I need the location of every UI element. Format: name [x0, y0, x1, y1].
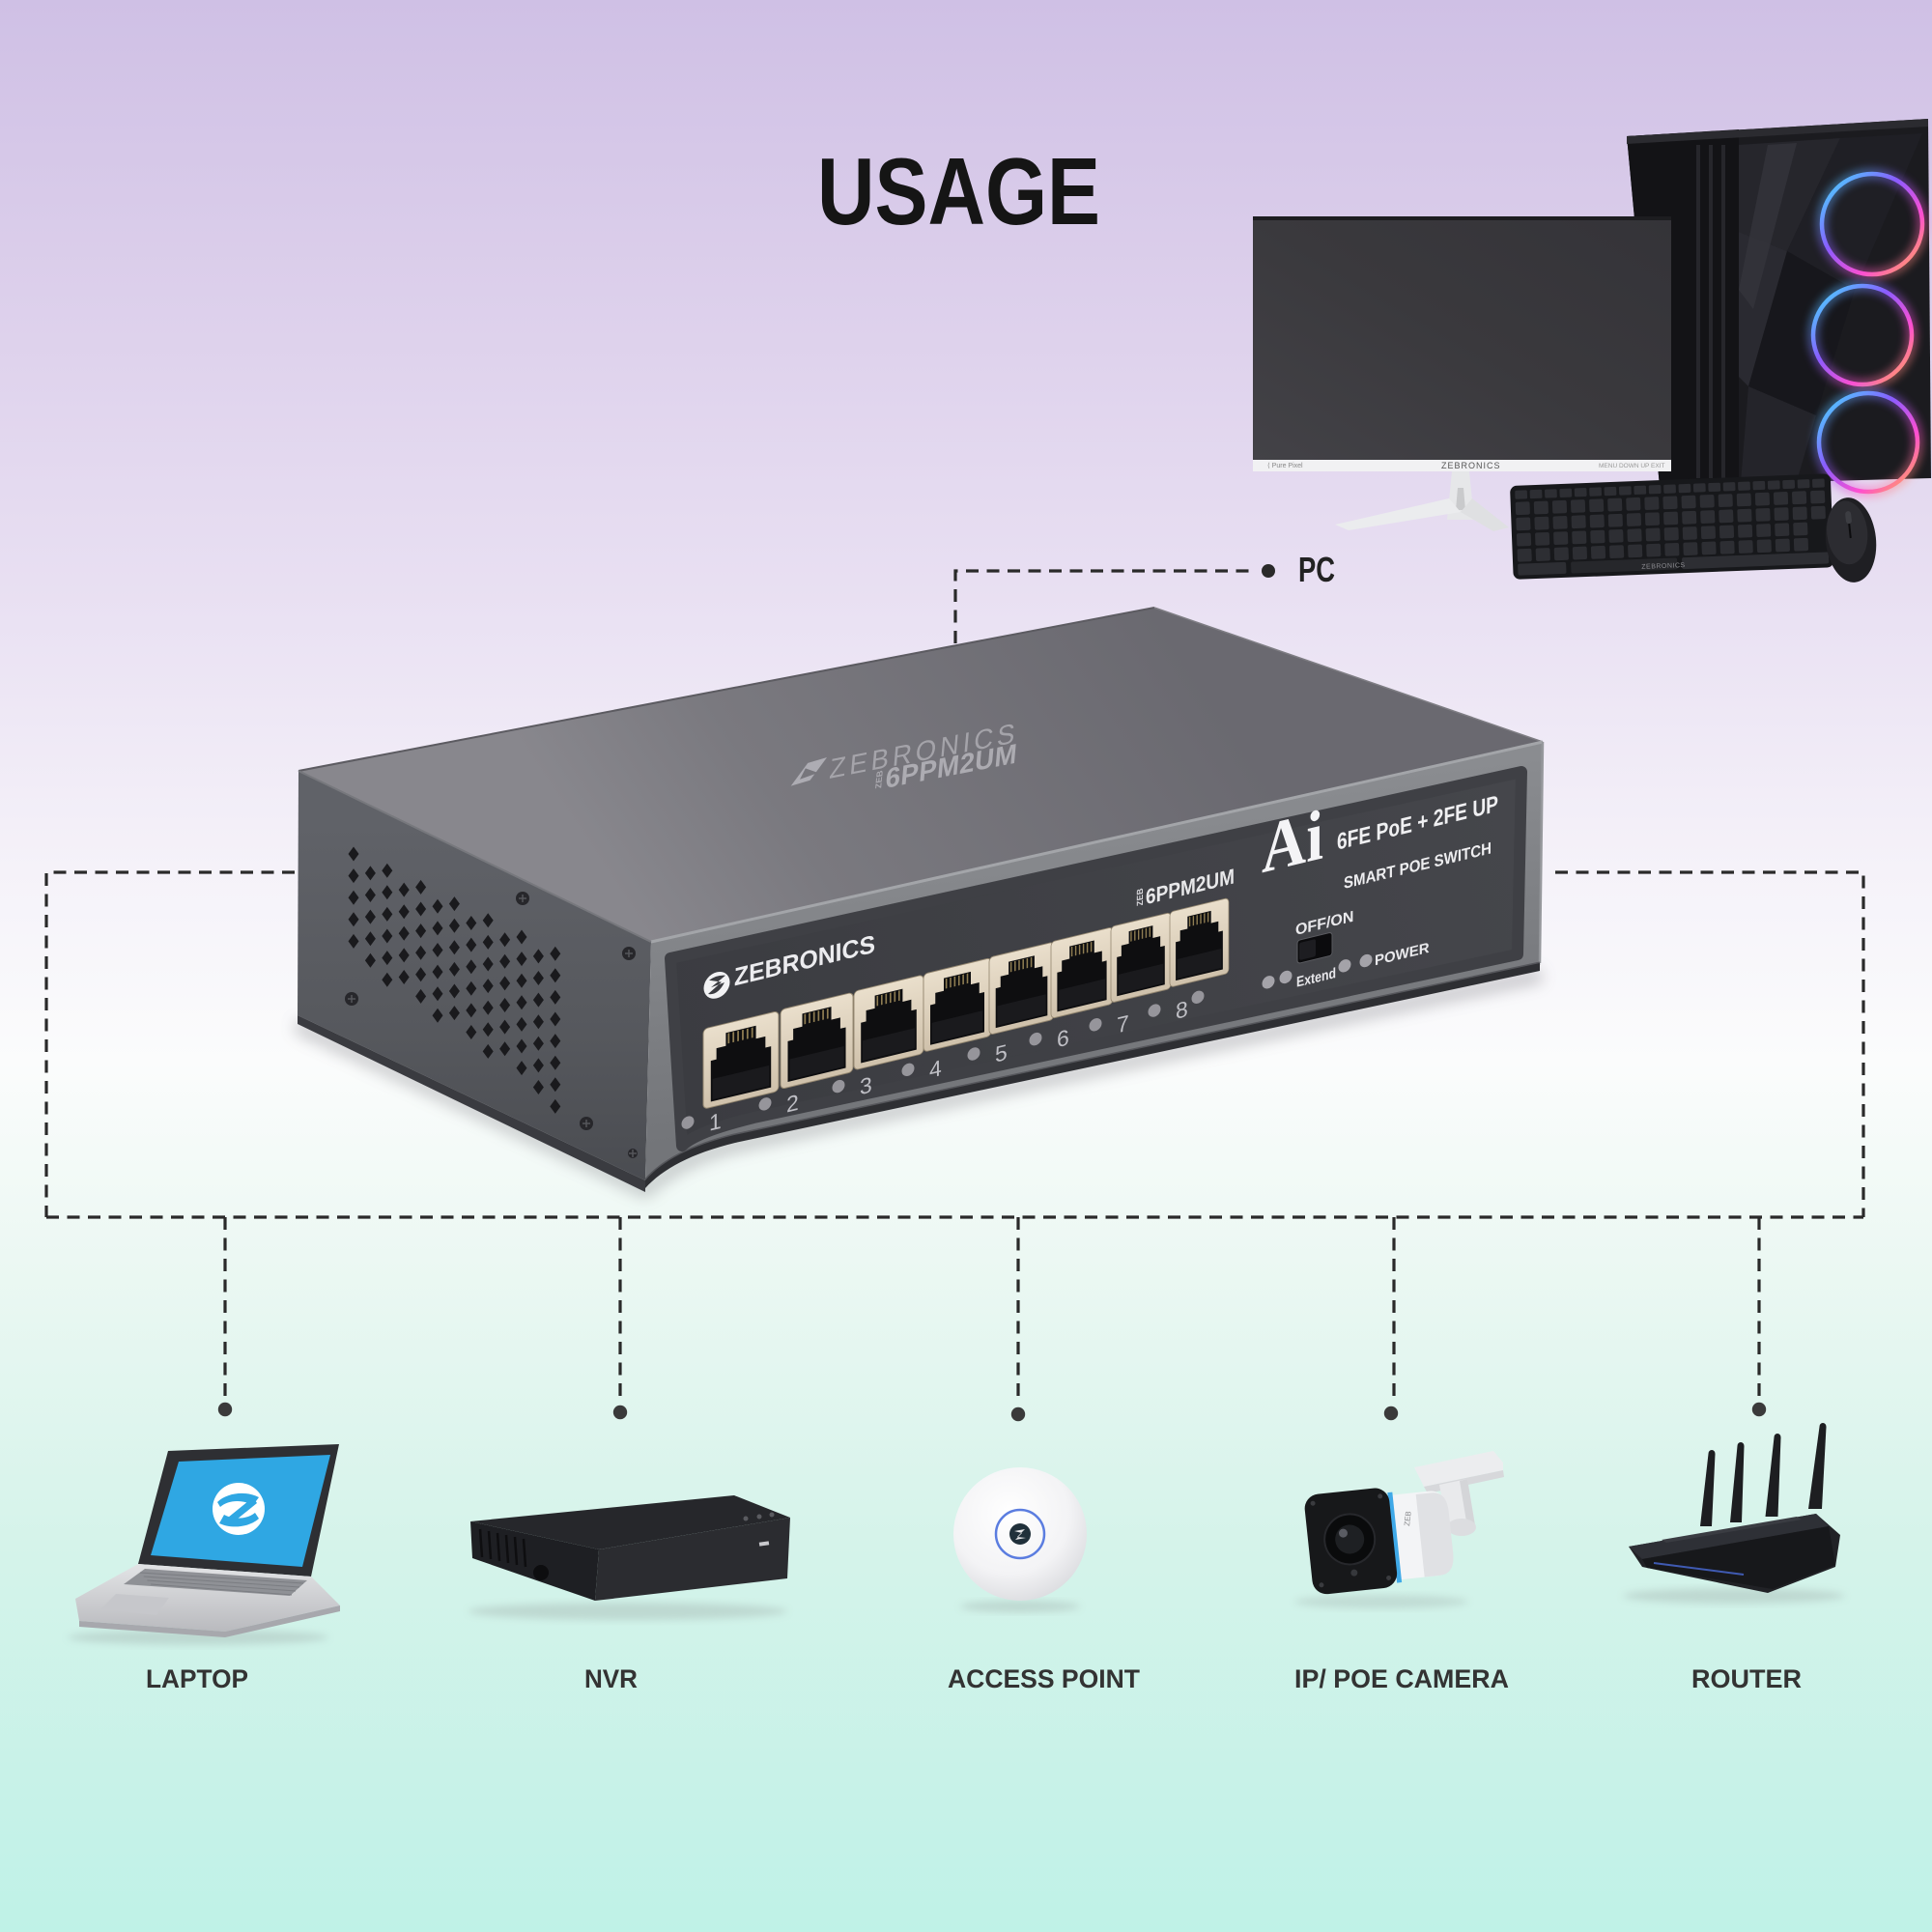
svg-text:1: 1 [709, 1108, 722, 1136]
svg-text:ZEB: ZEB [1135, 887, 1145, 907]
svg-text:ZEBRONICS: ZEBRONICS [1441, 461, 1501, 470]
svg-text:ZEB: ZEB [1403, 1511, 1413, 1526]
svg-text:MENU DOWN UP EXIT: MENU DOWN UP EXIT [1599, 463, 1665, 469]
svg-text:8: 8 [1176, 996, 1188, 1024]
svg-text:6: 6 [1057, 1025, 1069, 1053]
svg-text:⟨ Pure Pixel: ⟨ Pure Pixel [1267, 462, 1303, 469]
svg-text:ZEBRONICS: ZEBRONICS [1641, 562, 1686, 571]
svg-text:ZEB: ZEB [873, 769, 884, 789]
svg-text:LAPTOP: LAPTOP [146, 1664, 248, 1693]
svg-text:4: 4 [929, 1055, 942, 1083]
svg-text:NVR: NVR [584, 1664, 638, 1693]
svg-text:ACCESS POINT: ACCESS POINT [948, 1664, 1140, 1693]
svg-text:PC: PC [1298, 550, 1335, 589]
svg-text:5: 5 [995, 1039, 1008, 1067]
svg-text:ROUTER: ROUTER [1691, 1664, 1802, 1693]
svg-text:Ai: Ai [1262, 795, 1323, 889]
svg-text:7: 7 [1117, 1010, 1129, 1038]
svg-text:3: 3 [860, 1072, 872, 1100]
svg-text:2: 2 [786, 1090, 799, 1118]
svg-text:USAGE: USAGE [817, 138, 1100, 244]
svg-text:IP/ POE CAMERA: IP/ POE CAMERA [1294, 1664, 1509, 1693]
